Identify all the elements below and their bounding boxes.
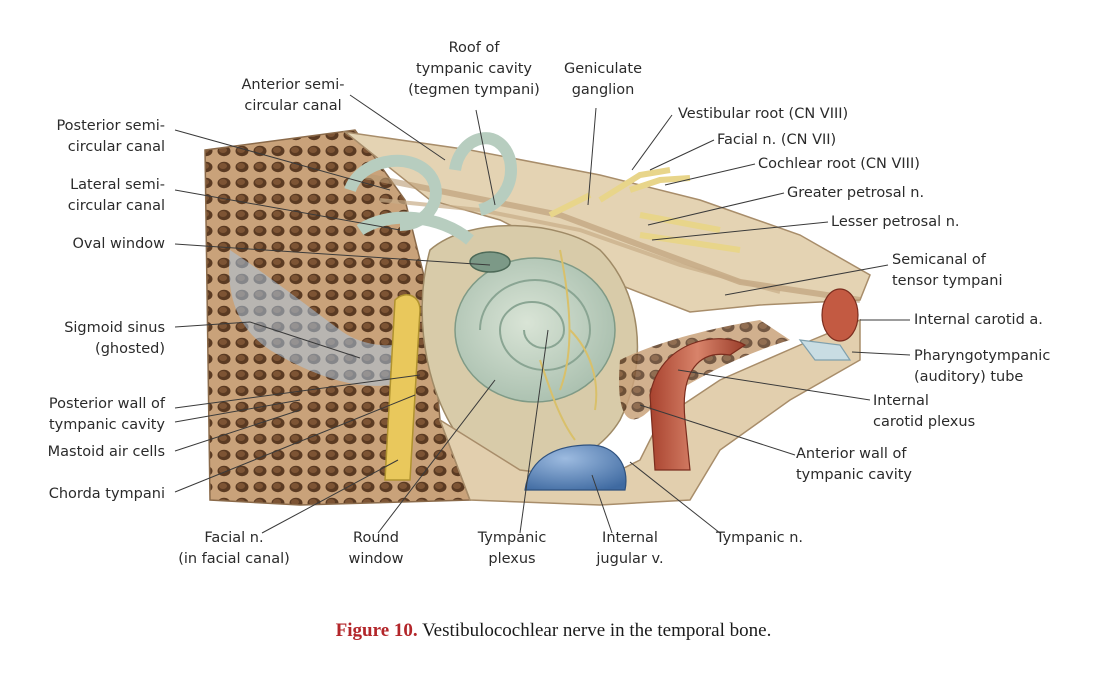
label-posterior-semicircular: Posterior semi-circular canal (56, 118, 165, 155)
cochlea (454, 257, 616, 403)
petrous-bone (342, 130, 871, 313)
label-oval-window: Oval window (72, 236, 165, 252)
label-mastoid-air-cells: Mastoid air cells (47, 444, 165, 460)
label-vestibular-root: Vestibular root (CN VIII) (678, 106, 849, 122)
internal-carotid-artery (649, 338, 747, 471)
label-internal-carotid-a: Internal carotid a. (914, 312, 1043, 328)
sigmoid-sinus-ghost (229, 250, 410, 386)
label-cochlear-root: Cochlear root (CN VIII) (758, 156, 920, 172)
label-chorda-tympani: Chorda tympani (48, 486, 165, 502)
label-lesser-petrosal: Lesser petrosal n. (831, 214, 960, 230)
label-facial-canal: Facial n.(in facial canal) (178, 530, 290, 567)
label-pharyngotympanic: Pharyngotympanic(auditory) tube (914, 348, 1051, 385)
facial-canal-nerve (384, 294, 421, 481)
label-anterior-semicircular: Anterior semi-circular canal (241, 77, 345, 114)
figure-caption-text: Vestibulocochlear nerve in the temporal … (422, 620, 772, 641)
internal-carotid-cut (821, 288, 859, 342)
label-lateral-semicircular: Lateral semi-circular canal (67, 177, 165, 214)
nerve-bundle (548, 167, 741, 253)
pharyngotympanic-tube (798, 339, 852, 361)
label-greater-petrosal: Greater petrosal n. (787, 185, 925, 201)
internal-jugular-vein (524, 444, 627, 491)
figure-number: Figure 10. (335, 620, 418, 641)
figure-caption: Figure 10. Vestibulocochlear nerve in th… (0, 620, 1107, 642)
label-tympanic-n: Tympanic n. (716, 530, 803, 546)
leader-lines (174, 94, 911, 534)
label-sigmoid-sinus: Sigmoid sinus(ghosted) (64, 320, 165, 357)
label-facial-n: Facial n. (CN VII) (717, 132, 837, 148)
oval-window (469, 251, 511, 273)
